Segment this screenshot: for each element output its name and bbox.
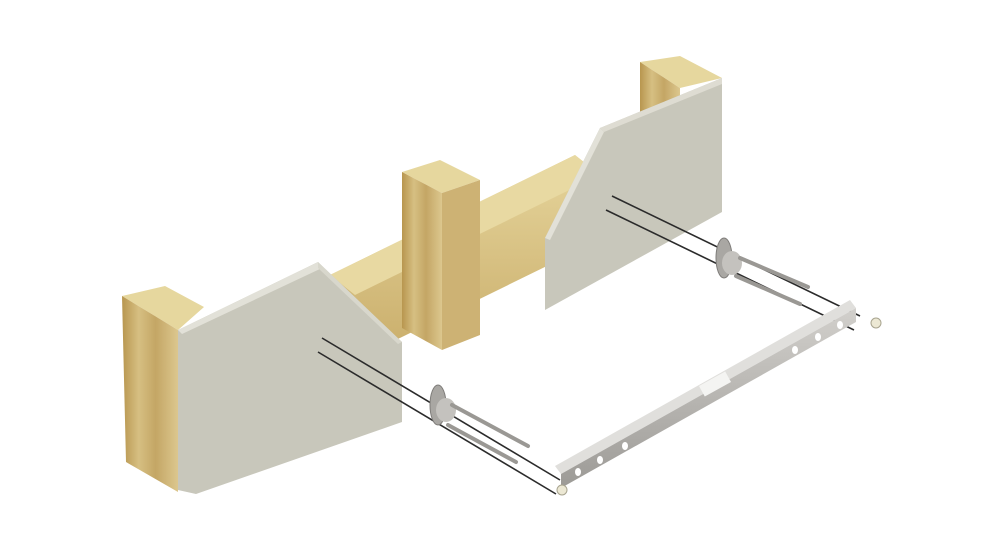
center-post [402,160,480,350]
rail-label [698,371,732,397]
right-washer [715,237,742,279]
right-panel [545,78,722,310]
steel-rail [555,300,856,488]
left-post [122,286,204,492]
rod-end-caps [556,317,882,496]
screws [446,256,810,464]
left-panel [178,262,402,494]
